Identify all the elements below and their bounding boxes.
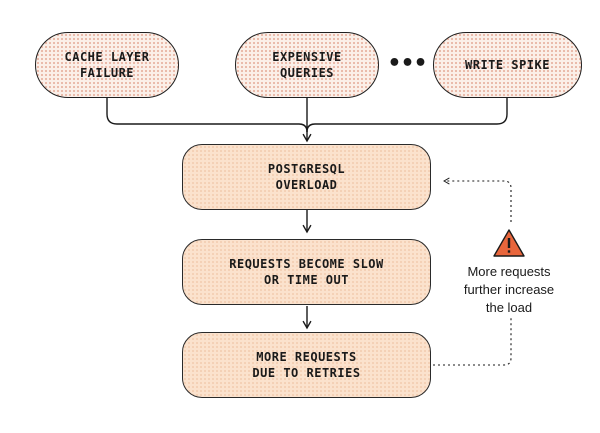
stage-postgresql-overload: POSTGRESQL OVERLOAD	[182, 144, 431, 210]
cause-cache-layer-failure: CACHE LAYER FAILURE	[35, 32, 179, 98]
feedback-note: More requests further increase the load	[452, 263, 566, 317]
cause-write-spike: WRITE SPIKE	[433, 32, 582, 98]
more-causes-ellipsis: •••	[387, 51, 427, 76]
stage-more-requests-retries: MORE REQUESTS DUE TO RETRIES	[182, 332, 431, 398]
warning-icon	[493, 229, 525, 257]
cause-connector-right	[306, 98, 508, 133]
cause-connector-left	[106, 98, 308, 133]
stage-label: MORE REQUESTS DUE TO RETRIES	[252, 350, 361, 380]
cause-label: WRITE SPIKE	[465, 58, 550, 72]
feedback-line: further increase	[463, 282, 555, 297]
stage-label: POSTGRESQL OVERLOAD	[267, 162, 346, 192]
stage-label: REQUESTS BECOME SLOW OR TIME OUT	[229, 257, 384, 287]
cause-expensive-queries: EXPENSIVE QUERIES	[235, 32, 379, 98]
feedback-line: More requests	[467, 264, 551, 279]
feedback-loop-lower	[433, 318, 512, 366]
feedback-line: the load	[485, 300, 533, 315]
feedback-loop-upper	[443, 177, 512, 222]
cause-label: CACHE LAYER FAILURE	[64, 50, 150, 80]
stage-requests-slow: REQUESTS BECOME SLOW OR TIME OUT	[182, 239, 431, 305]
cause-label: EXPENSIVE QUERIES	[272, 50, 342, 80]
